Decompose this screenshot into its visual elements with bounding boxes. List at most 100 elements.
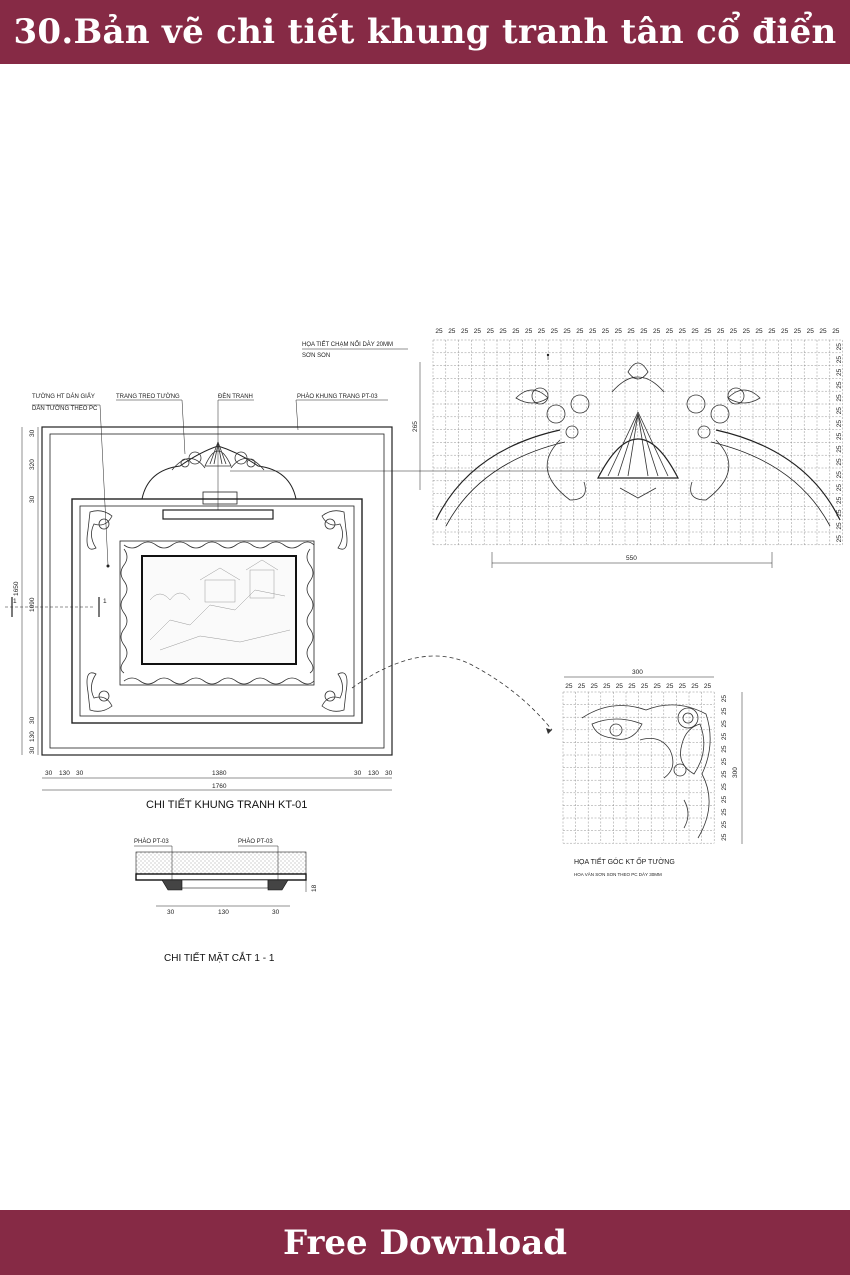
arch-top-dims-29: 25 [807,328,815,335]
section-label-left: PHÀO PT-03 [134,838,169,845]
free-download-link[interactable]: Free Download [282,1222,568,1263]
dim-bottom-2: 30 [76,770,84,777]
section-dim-1: 130 [218,909,229,916]
picture-border-pattern-bottom [123,677,315,685]
arch-right-dims-10: 25 [836,471,843,479]
label-wallpaper-1: TƯỜNG HT DÁN GIẤY [32,393,95,400]
arch-height-dim: 265 [412,421,419,432]
corner-right-dims-2: 25 [721,720,728,728]
arch-right-dims-5: 25 [836,407,843,415]
corner-top-dims-8: 25 [666,683,674,690]
section-dim-0: 30 [167,909,175,916]
arch-top-dims-8: 25 [538,328,546,335]
section-mark-right: 1 [103,598,107,605]
section-mark-left: 1 [13,598,17,605]
arch-right-dims-9: 25 [836,458,843,466]
arch-top-dims-9: 25 [551,328,559,335]
arch-top-dims-10: 25 [563,328,571,335]
corner-top-dim: 300 [632,669,643,676]
arch-top-dims-14: 25 [615,328,623,335]
corner-right-dims-9: 25 [721,808,728,816]
corner-right-dims-3: 25 [721,732,728,740]
corner-right-dims-10: 25 [721,821,728,829]
corner-label-2: HOA VĂN SƠN SON THEO PC DÀY 30MM [574,871,662,877]
corner-top-dims-6: 25 [641,683,649,690]
dim-left-1: 320 [29,459,36,470]
corner-top-dims-0: 25 [565,683,573,690]
arch-right-dims-11: 25 [836,484,843,492]
corner-ornaments [86,510,348,712]
label-molding: PHÀO KHUNG TRANG PT-03 [297,393,378,400]
picture-border-pattern-top [123,541,315,549]
wall-panel-outer [41,426,393,756]
arch-right-dims-0: 25 [836,343,843,351]
footer-banner[interactable]: Free Download [0,1210,850,1275]
corner-top-dims-11: 25 [704,683,712,690]
arch-right-dims-7: 25 [836,432,843,440]
dim-left-6: 30 [29,746,36,754]
arch-right-dims-15: 25 [836,535,843,543]
corner-right-dims-1: 25 [721,707,728,715]
label-lamp: ĐÈN TRANH [218,393,253,400]
page-title: 30.Bản vẽ chi tiết khung tranh tân cổ đi… [13,12,837,52]
section-dim-2: 30 [272,909,280,916]
corner-ornament [581,704,711,839]
picture-section [177,879,269,889]
corner-label-1: HỌA TIẾT GÓC KT ỐP TƯỜNG [574,856,675,866]
arch-top-dims-20: 25 [691,328,699,335]
arch-label-1: HỌA TIẾT CHẠM NỔI DÀY 20MM [302,341,393,348]
molding-right [267,879,289,891]
corner-right-dims-8: 25 [721,795,728,803]
section-label-right: PHÀO PT-03 [238,838,273,845]
corner-top-dims-1: 25 [578,683,586,690]
corner-right-dims-4: 25 [721,745,728,753]
arch-top-dims-27: 25 [781,328,789,335]
dim-left-2: 30 [29,495,36,503]
cad-drawing: 1 1 TƯỜNG HT DÁN GIẤY DÁN TƯỜNG THEO PC … [5,328,843,964]
label-ornament: TRANG TREO TƯỜNG [116,393,180,400]
arch-top-dims-0: 25 [435,328,443,335]
arch-top-dims-15: 25 [627,328,635,335]
dim-total-height: 1650 [13,581,20,596]
corner-top-dims-7: 25 [654,683,662,690]
arch-top-dims-12: 25 [589,328,597,335]
corner-top-dims-9: 25 [679,683,687,690]
corner-top-dims-10: 25 [691,683,699,690]
picture-border-outer [119,540,315,686]
frame-molding-inner [79,505,355,717]
arch-top-dims-17: 25 [653,328,661,335]
dim-left-0: 30 [29,429,36,437]
arch-top-dims-11: 25 [576,328,584,335]
dim-total-width: 1760 [212,783,227,790]
arch-width-dim: 550 [626,555,637,562]
dim-left-3: 1090 [29,597,36,612]
arch-top-dims-23: 25 [730,328,738,335]
picture-border-pattern-left [120,548,128,674]
corner-top-dims-3: 25 [603,683,611,690]
molding-left [161,879,183,891]
dim-left-4: 30 [29,716,36,724]
corner-right-dims-6: 25 [721,770,728,778]
picture-border-pattern-right [306,548,314,674]
frame-molding-outer [71,498,363,724]
arch-top-dims-1: 25 [448,328,456,335]
arch-top-dims-3: 25 [474,328,482,335]
arch-top-dims-26: 25 [768,328,776,335]
corner-top-dims-2: 25 [591,683,599,690]
front-view-title: CHI TIẾT KHUNG TRANH KT-01 [146,798,307,811]
arch-top-dims-6: 25 [512,328,520,335]
arch-right-dims-2: 25 [836,368,843,376]
arch-right-dims-14: 25 [836,522,843,530]
dim-bottom-5: 130 [368,770,379,777]
arch-top-dims-5: 25 [499,328,507,335]
arch-top-dims-7: 25 [525,328,533,335]
arch-crest-ornament [515,362,761,501]
painting-sketch [149,559,291,651]
dim-left-5: 130 [29,731,36,742]
dim-bottom-1: 130 [59,770,70,777]
arch-right-dims-3: 25 [836,381,843,389]
corner-right-dims-0: 25 [721,695,728,703]
wall-panel-inner [49,433,385,749]
